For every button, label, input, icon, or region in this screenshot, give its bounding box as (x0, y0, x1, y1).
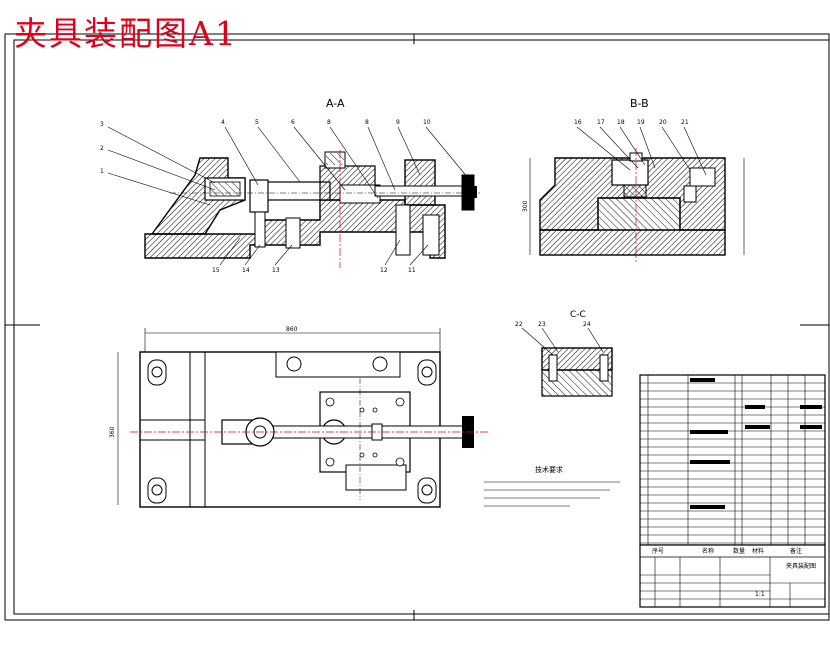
title-block-scale: 1:1 (755, 591, 765, 598)
aa-balloon-3: 1 (100, 168, 104, 175)
bb-balloon-3: 18 (617, 119, 625, 126)
aa-screw-rod (374, 185, 471, 197)
aa-balloon-15: 11 (408, 267, 416, 274)
aa-balloon-10: 10 (423, 119, 431, 126)
title-block-header-remark: 备注 (790, 547, 802, 555)
section-bb-label: B-B (630, 97, 649, 110)
section-aa-view: A-A (100, 97, 480, 274)
plan-view: 860 360 (109, 326, 490, 508)
cc-balloon-3: 24 (583, 321, 591, 328)
aa-balloon-2: 2 (100, 145, 104, 152)
aa-balloon-9: 9 (396, 119, 400, 126)
aa-balloon-12: 14 (242, 267, 250, 274)
plan-dim-height: 360 (109, 426, 116, 438)
parts-list (639, 374, 826, 546)
aa-balloon-5: 5 (255, 119, 259, 126)
aa-balloon-11: 15 (212, 267, 220, 274)
bb-balloon-5: 20 (659, 119, 667, 126)
aa-balloon-4: 4 (221, 119, 225, 126)
aa-balloon-14: 12 (380, 267, 388, 274)
drawing-title: 夹具装配图A1 (14, 14, 238, 53)
tech-requirements-title: 技术要求 (535, 465, 563, 474)
bb-balloon-2: 17 (597, 119, 605, 126)
aa-balloon-1: 3 (100, 121, 104, 128)
bb-center-block (597, 197, 681, 231)
title-block-drawing-name: 夹具装配图 (786, 562, 816, 570)
bb-balloon-1: 16 (574, 119, 582, 126)
bb-base (539, 229, 726, 256)
title-block: 序号 名称 数量 材料 备注 夹具装配图 1:1 (639, 544, 826, 608)
tech-requirements: 技术要求 (484, 465, 620, 507)
bb-dim-height: 300 (522, 200, 529, 212)
title-block-header-no: 序号 (652, 547, 664, 555)
sheet-frame (4, 33, 830, 621)
bb-balloon-6: 21 (681, 119, 689, 126)
aa-balloon-6: 6 (291, 119, 295, 126)
aa-balloon-7: 8 (327, 119, 331, 126)
plan-dim-width: 860 (286, 326, 298, 333)
section-cc-label: C-C (570, 310, 586, 320)
aa-knurled-handle (461, 174, 475, 211)
cc-balloon-2: 23 (538, 321, 546, 328)
section-bb-view: B-B 300 16 17 18 19 20 21 (522, 97, 745, 262)
aa-balloon-13: 13 (272, 267, 280, 274)
section-cc-view: C-C 22 23 24 (515, 310, 613, 397)
aa-right-block (404, 159, 436, 206)
title-block-header-name: 名称 (702, 547, 714, 555)
section-aa-label: A-A (326, 97, 345, 110)
cc-balloon-1: 22 (515, 321, 523, 328)
bb-balloon-4: 19 (637, 119, 645, 126)
title-block-header-qty: 数量 (733, 547, 745, 555)
title-block-header-material: 材料 (752, 547, 764, 555)
aa-leaders (107, 126, 469, 266)
aa-balloon-8: 8 (365, 119, 369, 126)
